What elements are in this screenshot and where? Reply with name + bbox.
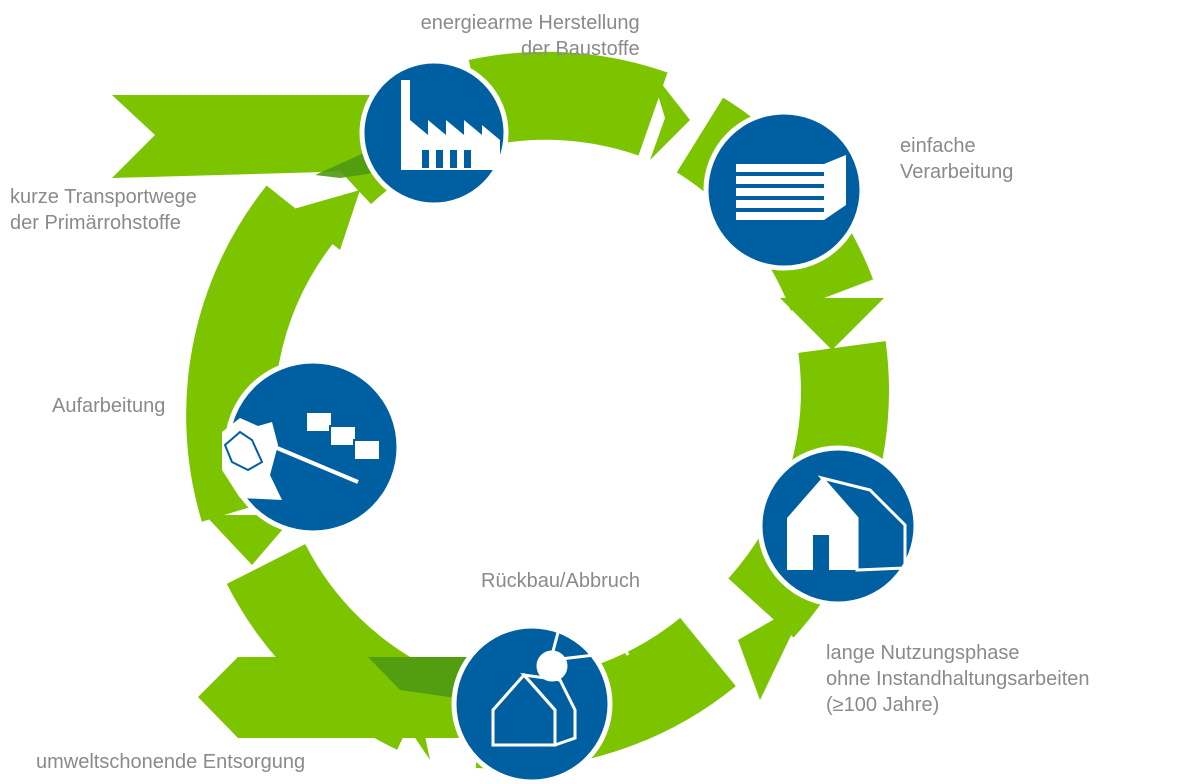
label-line: einfache [900, 135, 976, 157]
house-icon [787, 475, 907, 572]
label-line: Verarbeitung [900, 161, 1014, 183]
stage-nutzung [757, 445, 919, 607]
arrowhead-2 [780, 298, 884, 350]
brick-wall-icon [736, 155, 846, 220]
arrowhead-5 [205, 515, 295, 565]
label-aufarbeitung: Aufarbeitung [52, 393, 165, 419]
label-transport: kurze Transportwege der Primärrohstoffe [10, 184, 197, 236]
label-herstellung: energiearme Herstellung der Baustoffe [386, 10, 640, 62]
demolition-crane-icon [491, 615, 630, 747]
label-line: (≥100 Jahre) [826, 694, 940, 716]
label-rueckbau: Rückbau/Abbruch [481, 568, 640, 594]
label-line: energiearme Herstellung [420, 12, 640, 34]
arrowhead-6 [290, 190, 360, 250]
label-line: Rückbau/Abbruch [481, 570, 640, 592]
label-line: umweltschonende Entsorgung [36, 751, 306, 773]
label-line: kurze Transportwege [10, 186, 197, 208]
label-nutzung: lange Nutzungsphase ohne Instandhaltungs… [826, 640, 1090, 718]
label-line: ohne Instandhaltungsarbeiten [826, 668, 1090, 690]
output-overlap [368, 657, 478, 700]
arrowhead-3 [738, 600, 808, 700]
stage-aufarbeitung [222, 358, 402, 536]
label-line: lange Nutzungsphase [826, 642, 1020, 664]
input-arrow [112, 95, 395, 178]
factory-icon [401, 80, 500, 170]
label-entsorgung: umweltschonende Entsorgung [36, 749, 305, 775]
stage-rueckbau [451, 615, 630, 784]
stage-circle [451, 623, 613, 784]
stage-herstellung [359, 58, 509, 208]
label-line: der Baustoffe [521, 38, 640, 60]
label-line: der Primärrohstoffe [10, 212, 181, 234]
label-line: Aufarbeitung [52, 395, 166, 417]
crushing-recycling-icon [222, 411, 381, 500]
ring-segment-5 [226, 543, 436, 750]
arrowhead-1 [650, 69, 690, 160]
label-verarbeitung: einfache Verarbeitung [900, 133, 1013, 185]
stage-verarbeitung [703, 109, 865, 271]
